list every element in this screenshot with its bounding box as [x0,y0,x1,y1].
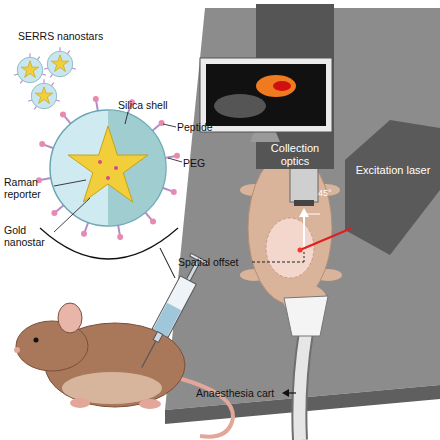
peptide [171,189,177,195]
small-nanostar [28,79,60,109]
part-label: Silica shell [118,99,188,111]
laser-box: Excitation laser [345,120,440,255]
nose-cone [284,296,328,336]
peptide [60,111,66,117]
part-label: Raman reporter [4,176,54,200]
small-nanostar [44,47,76,77]
box-text: Collection optics [260,142,330,168]
mouse-nose [14,347,20,353]
syringe-tip [153,332,163,343]
gold-nanostar [68,126,148,202]
mouse-body [248,152,332,304]
mouse-ear [58,303,82,333]
mouse-tail [178,378,233,437]
note-label: Anaesthesia cart [196,387,282,399]
dimension-label: Spatial offset [178,256,252,268]
box-shape [345,120,440,255]
lens-tube [290,168,318,202]
part-label: Gold nanostar [4,224,54,248]
group-label: SERRS nanostars [18,30,128,42]
mouse-eye [34,338,39,343]
leader-line [54,180,86,186]
peg-peptide-chains [36,96,180,240]
peptide [51,210,57,216]
mouse-foot [70,398,90,408]
monitor-screen [206,64,326,126]
syringe [133,253,209,372]
peptide [174,153,180,159]
part-label: PEG [183,157,223,169]
monitor-frame [200,58,332,132]
shell-cutaway [108,110,166,226]
laser-beam [300,228,352,250]
collection-arrow [303,214,305,250]
arrow-head [299,208,309,217]
laser-spot [298,248,303,253]
silica-shell [50,110,166,226]
peptide [81,231,87,237]
zoom-arc [40,228,178,259]
raman-reporter [98,160,102,164]
box-outline [345,120,440,255]
arrow-head [282,389,289,397]
image-blob [214,94,266,118]
zoom-line [160,248,175,278]
lens-tip [294,200,314,206]
signal-peak [273,81,291,91]
cart-arrow [288,392,296,393]
leader-line [54,198,90,232]
raman-reporter [114,166,118,170]
peptide [39,141,45,147]
signal-hotspot [256,75,296,97]
part-label: Peptide [177,121,237,133]
syringe-barrel [152,276,196,337]
anaesthesia-tube [299,332,306,440]
offset-tick [304,252,305,262]
needle [142,341,156,367]
raman-reporter [106,176,110,180]
leader-line [125,112,128,124]
peptide [159,120,165,126]
offset-line [252,262,304,263]
box-text: Excitation laser [353,164,433,177]
angle-line [304,214,320,215]
peptide [117,234,123,240]
peptide [150,219,156,225]
leader-line [163,124,176,127]
tube-outline [299,332,306,440]
mouse-foot [139,399,161,409]
peptide [93,96,99,102]
angle-label: 45° [318,187,348,199]
small-nanostar [14,53,46,83]
leader-line [168,158,182,162]
